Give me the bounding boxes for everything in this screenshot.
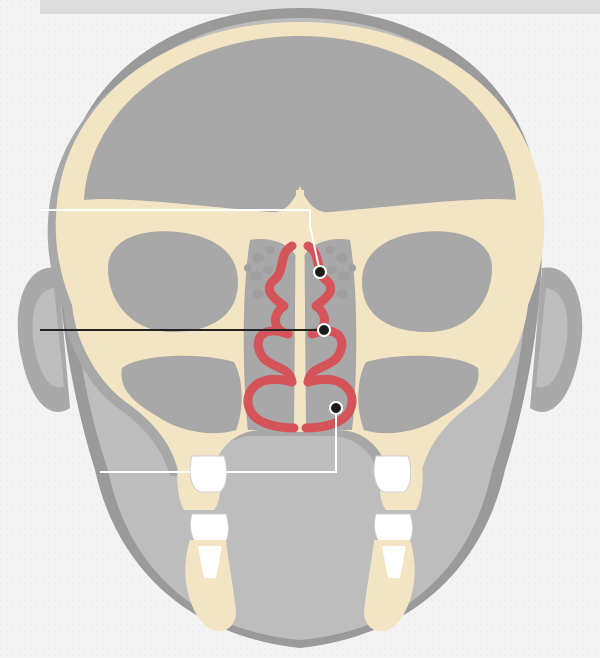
pointer-dot-middle [318, 324, 330, 336]
pointer-dot-lower [330, 402, 342, 414]
left-upper-molar [190, 456, 227, 492]
nasal-septum [294, 190, 306, 432]
pointer-dot-upper [314, 266, 326, 278]
right-upper-molar [374, 456, 411, 492]
